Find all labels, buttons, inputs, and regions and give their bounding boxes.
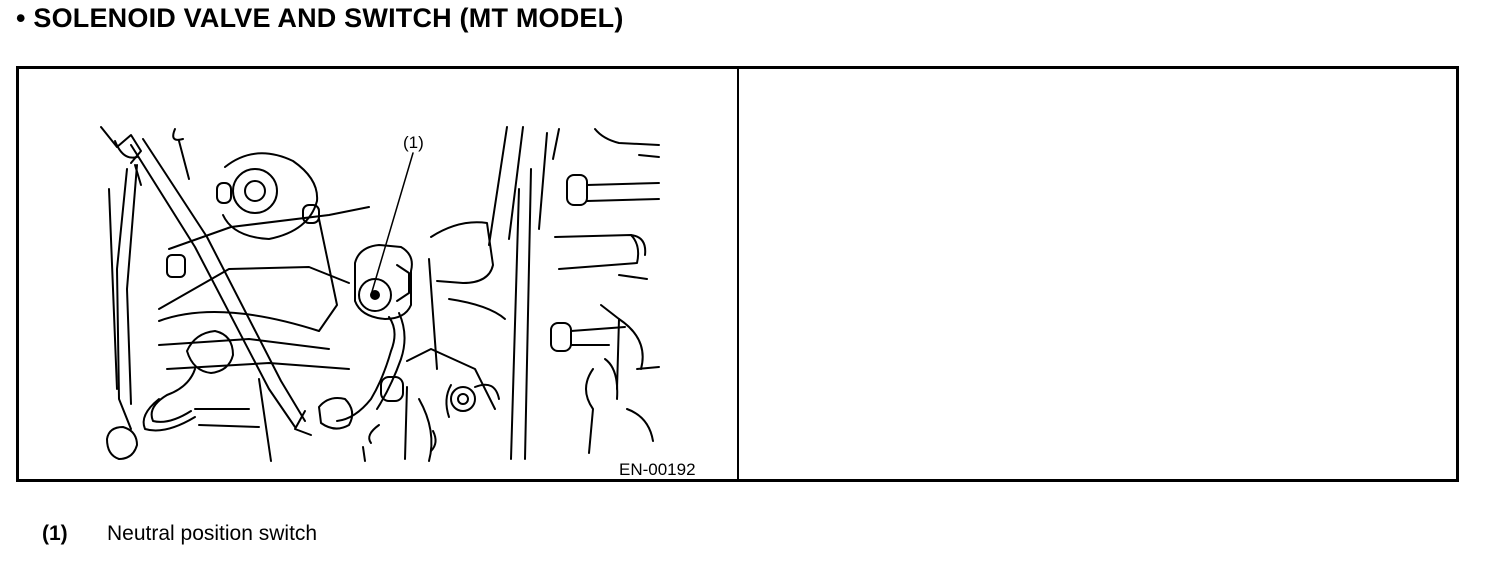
legend-item: (1) Neutral position switch	[42, 522, 317, 546]
figure-table: (1) EN-00192	[16, 66, 1459, 482]
callout-label: (1)	[403, 133, 424, 152]
transmission-illustration	[100, 126, 660, 462]
figure-id: EN-00192	[619, 460, 696, 479]
empty-cell	[739, 69, 1456, 479]
section-heading: • SOLENOID VALVE AND SWITCH (MT MODEL)	[16, 3, 624, 33]
legend-number: (1)	[42, 522, 68, 545]
figure-cell: (1) EN-00192	[19, 69, 739, 479]
legend-label: Neutral position switch	[107, 522, 318, 545]
